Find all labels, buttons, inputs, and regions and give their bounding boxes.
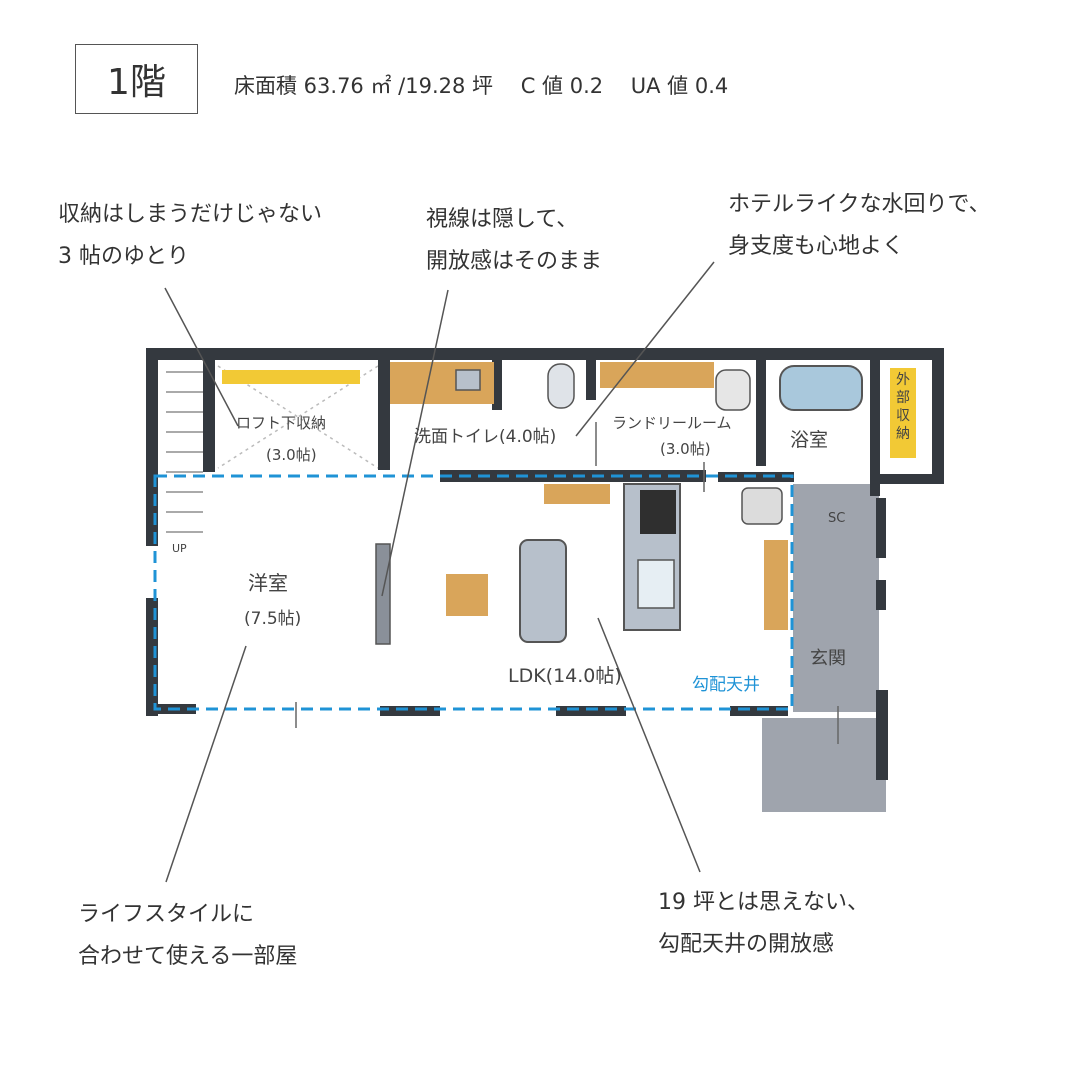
door-marks	[295, 422, 839, 744]
note-room-line-2: 合わせて使える一部屋	[78, 944, 298, 969]
note-ceiling-line-2: 勾配天井の開放感	[658, 932, 835, 957]
bathtub	[779, 365, 863, 411]
note-water-line-1: ホテルライクな水回りで、	[728, 192, 991, 217]
note-storage-line-1: 収納はしまうだけじゃない	[58, 202, 323, 227]
label-laundry: ランドリールーム	[612, 414, 732, 432]
toilet	[547, 363, 575, 409]
sofa	[519, 539, 567, 643]
note-sightline: 視線は隠して、 開放感はそのまま	[426, 199, 602, 283]
porch-floor	[762, 718, 886, 812]
entrance-floor	[793, 484, 879, 712]
external-storage-highlight	[890, 368, 916, 458]
note-storage: 収納はしまうだけじゃない 3 帖のゆとり	[58, 194, 322, 278]
label-shoe-cloak: SC	[828, 511, 845, 526]
note-room-line-1: ライフスタイルに	[78, 902, 255, 927]
loft-shelf-highlight	[222, 370, 360, 384]
washing-machine	[715, 369, 751, 411]
note-sightline-line-2: 開放感はそのまま	[426, 249, 603, 274]
floor-label: 1階	[107, 62, 166, 103]
floor-specs: 床面積 63.76 ㎡ /19.28 坪 C 値 0.2 UA 値 0.4	[234, 74, 729, 98]
sloped-ceiling-boundary	[153, 474, 794, 711]
label-external-storage: 外部収納	[896, 372, 910, 442]
leader-lines	[164, 261, 715, 883]
label-loft-storage-size: (3.0帖)	[266, 446, 317, 464]
label-ldk: LDK(14.0帖)	[508, 665, 622, 687]
label-stairs-up: UP	[172, 542, 187, 555]
note-water: ホテルライクな水回りで、 身支度も心地よく	[728, 184, 991, 268]
label-sloped-ceiling: 勾配天井	[692, 675, 760, 695]
note-storage-line-2: 3 帖のゆとり	[58, 244, 189, 269]
cooktop	[640, 490, 676, 534]
note-water-line-2: 身支度も心地よく	[728, 234, 905, 259]
label-bath: 浴室	[790, 429, 828, 451]
refrigerator	[741, 487, 783, 525]
cabinetry	[390, 362, 788, 630]
label-entrance: 玄関	[810, 648, 846, 669]
label-western-room: 洋室	[248, 571, 288, 595]
label-laundry-size: (3.0帖)	[660, 440, 711, 458]
note-ceiling: 19 坪とは思えない、 勾配天井の開放感	[658, 882, 869, 966]
label-washroom: 洗面トイレ(4.0帖)	[414, 427, 556, 447]
wash-basin	[455, 369, 481, 391]
note-room: ライフスタイルに 合わせて使える一部屋	[78, 894, 297, 978]
kitchen-sink	[637, 559, 675, 609]
note-sightline-line-1: 視線は隠して、	[426, 207, 579, 232]
floor-label-box: 1階	[75, 44, 198, 114]
label-loft-storage: ロフト下収納	[236, 414, 326, 432]
note-ceiling-line-1: 19 坪とは思えない、	[658, 890, 869, 915]
label-western-room-size: (7.5帖)	[244, 609, 301, 629]
stairs	[166, 371, 203, 533]
